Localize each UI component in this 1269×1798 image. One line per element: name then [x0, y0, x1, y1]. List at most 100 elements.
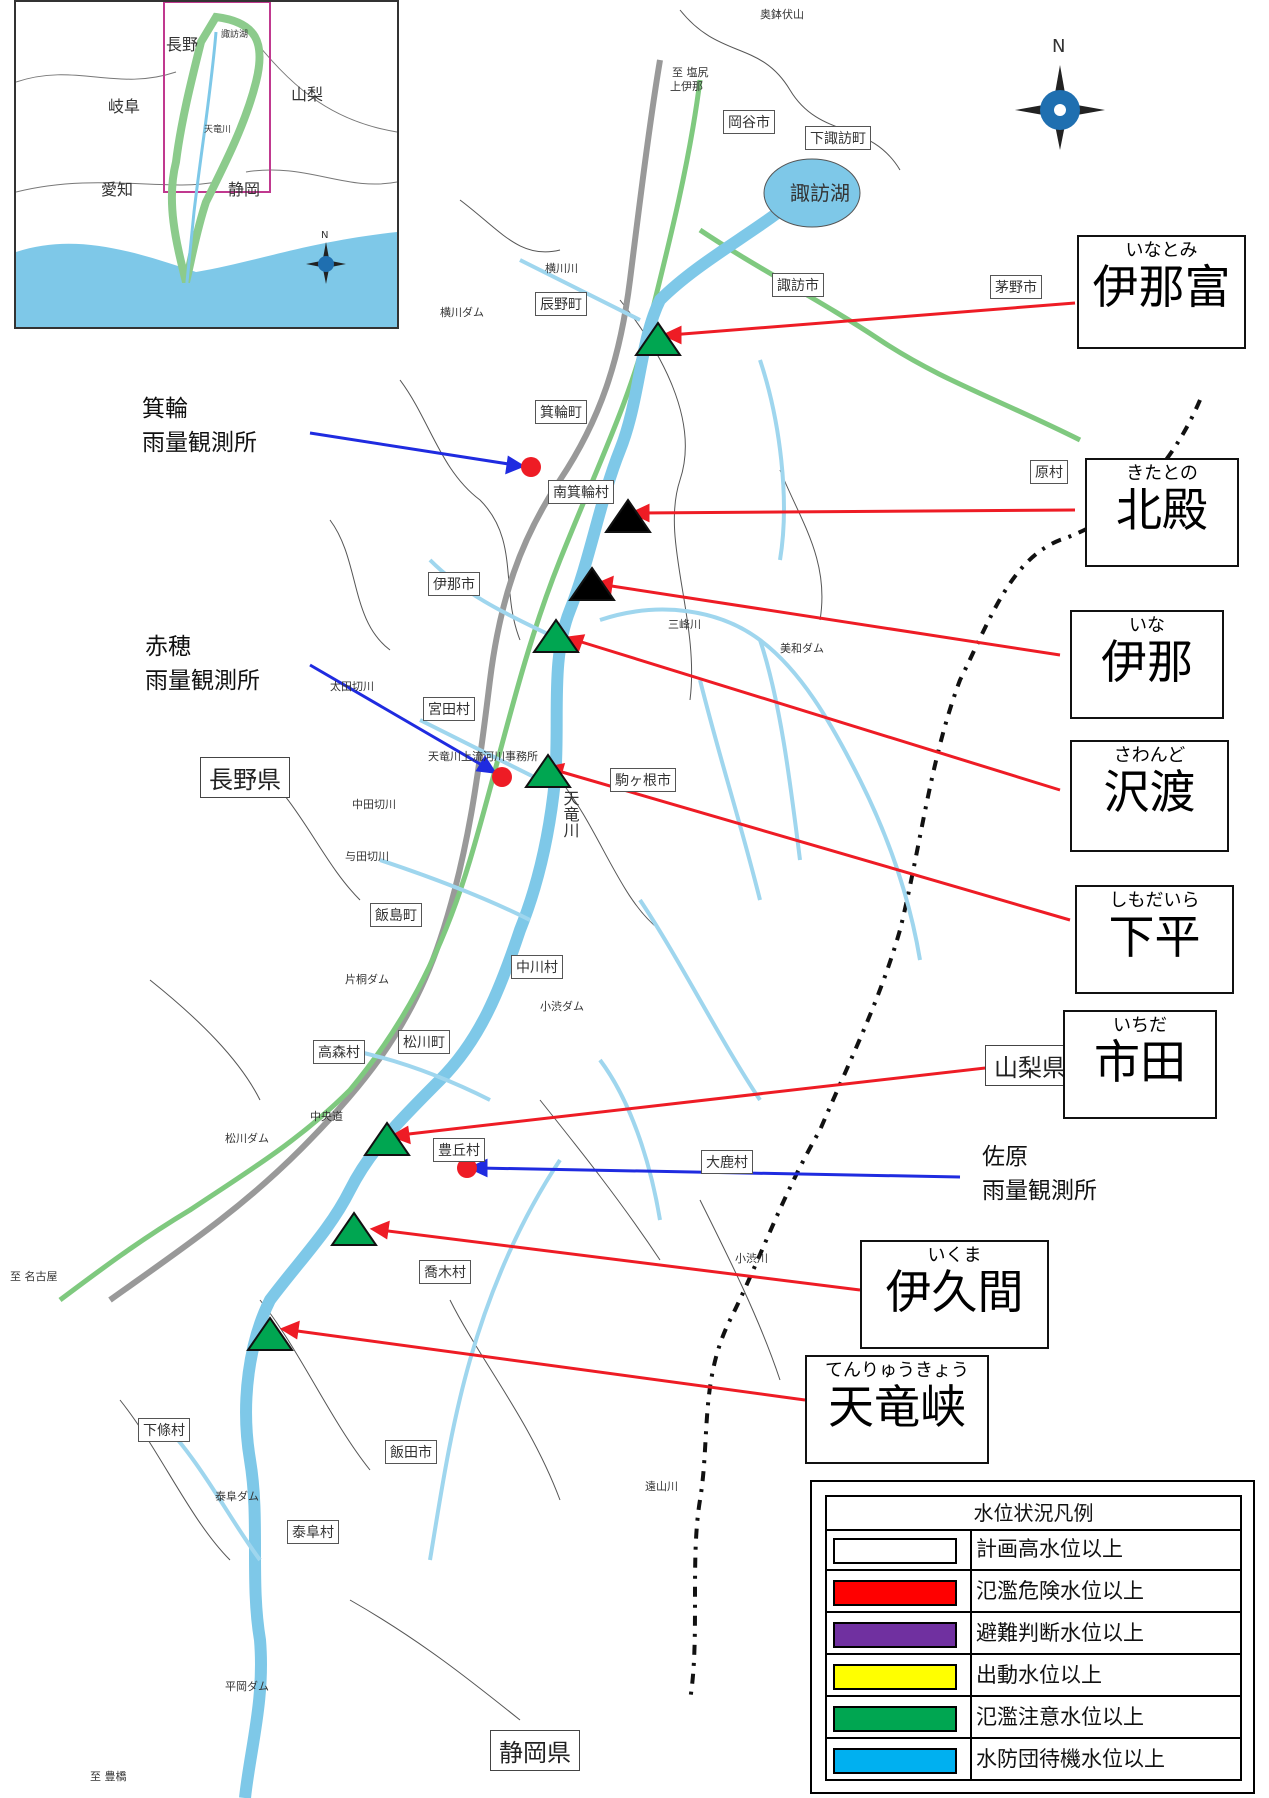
station-label-sawando: さわんど 沢渡 [1070, 740, 1229, 852]
station-label-ikuma: いくま 伊久間 [860, 1240, 1049, 1349]
prefecture-border [688, 399, 1202, 1701]
legend-row: 避難判断水位以上 [825, 1613, 1242, 1655]
svg-text:横川川: 横川川 [545, 261, 578, 275]
muni-label: 喬木村 [419, 1260, 471, 1284]
legend-swatch [833, 1706, 957, 1732]
muni-label: 高森村 [313, 1040, 365, 1064]
station-name: 下平 [1108, 910, 1201, 964]
prefecture-label-shizuoka: 静岡県 [490, 1730, 580, 1771]
muni-label: 南箕輪村 [548, 480, 614, 504]
legend-row: 出動水位以上 [825, 1655, 1242, 1697]
legend-swatch [833, 1622, 957, 1648]
station-name: 伊那 [1101, 635, 1193, 689]
muni-label: 松川町 [398, 1030, 450, 1054]
marker-ina [568, 566, 616, 601]
rain-gauge-suffix: 雨量観測所 [142, 430, 257, 456]
water-level-legend: 水位状況凡例 計画高水位以上 氾濫危険水位以上 避難判断水位以上 出動水位以上 … [810, 1480, 1255, 1794]
legend-swatch [833, 1748, 957, 1774]
legend-row: 水防団待機水位以上 [825, 1739, 1242, 1781]
svg-text:愛知: 愛知 [101, 180, 133, 199]
station-name: 沢渡 [1103, 765, 1196, 819]
svg-text:至 塩尻: 至 塩尻 [672, 65, 709, 79]
legend-row: 氾濫危険水位以上 [825, 1571, 1242, 1613]
svg-text:小渋川: 小渋川 [735, 1252, 768, 1265]
svg-text:中央道: 中央道 [310, 1109, 343, 1123]
muni-label: 下諏訪町 [805, 126, 871, 150]
muni-label: 飯田市 [385, 1440, 437, 1464]
inset-svg: 長野 岐阜 山梨 愛知 静岡 諏訪湖 天竜川 N [16, 2, 397, 327]
station-furigana: いなとみ [1125, 240, 1198, 261]
station-furigana: てんりゅうきょう [825, 1360, 969, 1381]
lake-label: 諏訪湖 [790, 181, 850, 205]
muni-label: 駒ヶ根市 [610, 768, 676, 792]
rain-gauge-sahara: 佐原 雨量観測所 [982, 1140, 1097, 1208]
svg-text:横川ダム: 横川ダム [440, 305, 484, 319]
svg-text:長野: 長野 [166, 35, 198, 54]
tenryu-river [239, 190, 804, 1798]
svg-text:片桐ダム: 片桐ダム [345, 972, 389, 986]
muni-label: 辰野町 [535, 292, 587, 316]
expressway [108, 59, 663, 1303]
legend-swatch [833, 1580, 957, 1606]
svg-text:泰阜ダム: 泰阜ダム [215, 1489, 259, 1503]
legend-swatch [833, 1664, 957, 1690]
legend-row: 計画高水位以上 [825, 1529, 1242, 1571]
svg-text:中田切川: 中田切川 [352, 798, 396, 811]
station-furigana: いくま [927, 1245, 982, 1266]
station-label-ichida: いちだ 市田 [1063, 1010, 1217, 1119]
svg-text:天竜川: 天竜川 [204, 123, 231, 135]
muni-label: 箕輪町 [535, 400, 587, 424]
station-furigana: しもだいら [1109, 890, 1200, 911]
svg-text:三峰川: 三峰川 [668, 618, 701, 631]
rain-marker-akaho [492, 767, 512, 787]
legend-label: 計画高水位以上 [970, 1529, 1123, 1569]
muni-label: 大鹿村 [701, 1150, 753, 1174]
marker-kitatono [604, 498, 652, 533]
marker-shimodaira [524, 753, 572, 788]
rain-gauge-suffix: 雨量観測所 [982, 1178, 1097, 1204]
station-name: 伊那富 [1092, 260, 1231, 314]
legend-label: 氾濫注意水位以上 [970, 1697, 1144, 1737]
legend-label: 避難判断水位以上 [970, 1613, 1144, 1653]
station-furigana: いな [1129, 615, 1165, 636]
terrain-lines [119, 9, 901, 1721]
svg-text:静岡: 静岡 [228, 180, 260, 199]
station-label-ina: いな 伊那 [1070, 610, 1224, 719]
svg-text:与田切川: 与田切川 [345, 850, 389, 863]
station-furigana: さわんど [1113, 745, 1186, 766]
svg-text:遠山川: 遠山川 [645, 1480, 678, 1493]
station-label-shimodaira: しもだいら 下平 [1075, 885, 1234, 994]
station-furigana: きたとの [1126, 463, 1198, 484]
station-name: 伊久間 [885, 1265, 1024, 1319]
rain-gauge-akaho: 赤穂 雨量観測所 [145, 630, 260, 698]
marker-ichida [363, 1121, 411, 1156]
small-labels: 奥鉢伏山 至 塩尻 横川川 横川ダム 美和ダム 小渋ダム 松川ダム 片桐ダム 至… [10, 7, 824, 1783]
muni-label: 茅野市 [990, 275, 1042, 299]
river-label: 天竜川 [561, 790, 580, 838]
svg-text:上伊那: 上伊那 [670, 80, 703, 93]
marker-ikuma [330, 1211, 378, 1246]
svg-text:山梨: 山梨 [291, 85, 323, 104]
compass-icon [1015, 65, 1105, 150]
muni-label: 泰阜村 [287, 1520, 339, 1544]
rain-gauge-name: 赤穂 [145, 634, 191, 660]
rain-gauge-markers [457, 457, 541, 1178]
muni-label: 諏訪市 [772, 273, 824, 297]
legend-label: 水防団待機水位以上 [970, 1739, 1165, 1779]
rain-gauge-name: 佐原 [982, 1144, 1028, 1170]
muni-label: 下條村 [138, 1418, 190, 1442]
muni-label: 豊丘村 [433, 1138, 485, 1162]
svg-text:天竜川上流河川事務所: 天竜川上流河川事務所 [428, 749, 538, 763]
svg-text:美和ダム: 美和ダム [780, 641, 824, 655]
inset-frame [163, 2, 271, 193]
rain-gauge-minowa: 箕輪 雨量観測所 [142, 392, 257, 460]
rain-marker-minowa [521, 457, 541, 477]
marker-sawando [532, 618, 580, 653]
legend-title: 水位状況凡例 [825, 1495, 1242, 1531]
inset-compass-icon [306, 242, 346, 284]
prefecture-label-nagano: 長野県 [200, 757, 290, 798]
muni-label: 伊那市 [428, 572, 480, 596]
svg-text:諏訪湖: 諏訪湖 [221, 28, 248, 40]
station-name: 市田 [1094, 1035, 1186, 1089]
